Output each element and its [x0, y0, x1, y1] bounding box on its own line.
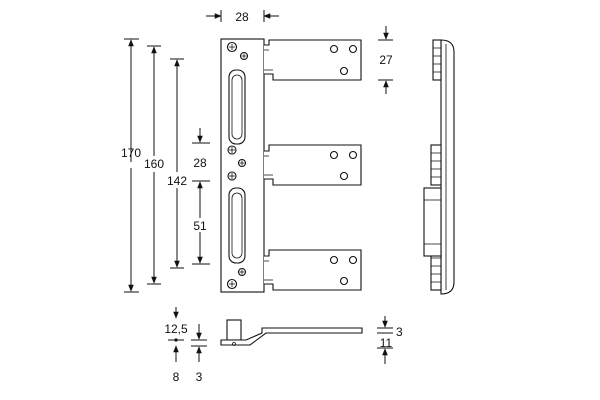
lower-slot-outer: [228, 187, 246, 264]
dimension-160: 160: [144, 45, 164, 285]
tab-top: [264, 39, 362, 81]
dimension-inner-51: 51: [192, 181, 210, 265]
dimension-27: 27: [378, 26, 393, 94]
dimension-11: 11: [377, 336, 393, 364]
screw-mid-lower-icon: [227, 171, 237, 181]
hole-icon: [348, 44, 358, 54]
side-plate: [440, 39, 455, 295]
screw-mid-upper-icon: [227, 145, 237, 155]
hole-icon: [339, 276, 349, 286]
dimension-inner-28: 28: [192, 128, 210, 182]
dim-label-3-left: 3: [196, 370, 203, 384]
screw-bottom-small-icon: [237, 267, 247, 277]
tab-bottom: [264, 249, 362, 291]
dim-label-inner-28: 28: [193, 156, 207, 170]
hole-icon: [348, 255, 358, 265]
side-lock-block: [423, 187, 442, 257]
strike-plate-front-view: [220, 38, 265, 293]
dimension-top-width: 28: [206, 10, 279, 24]
hole-icon: [329, 150, 339, 160]
side-tab-top: [432, 39, 442, 81]
dim-label-160: 160: [144, 157, 164, 171]
dim-label-12-5: 12,5: [164, 322, 188, 336]
side-tab-middle: [430, 144, 442, 186]
screw-mid-icon: [237, 158, 247, 168]
upper-slot-inner: [231, 74, 243, 140]
dim-label-170: 170: [121, 146, 141, 160]
dimension-170: 170: [121, 38, 141, 293]
dim-label-142: 142: [167, 174, 187, 188]
dim-label-27: 27: [379, 53, 393, 67]
dim-label-inner-51: 51: [193, 219, 207, 233]
screw-top-small-icon: [239, 51, 249, 61]
hole-icon: [339, 171, 349, 181]
bottom-plate-profile: [220, 327, 363, 346]
screw-top-icon: [226, 41, 238, 53]
dimension-12-5: 12,5 8: [164, 307, 188, 384]
dimension-3-left: 3: [191, 324, 207, 384]
dim-label-top-width: 28: [235, 10, 249, 24]
strike-plate-side-view: [423, 39, 455, 295]
upper-slot-outer: [228, 69, 246, 145]
tab-middle: [264, 144, 362, 186]
dimension-3-right: 3: [377, 316, 403, 339]
strike-plate-bottom-view: [220, 319, 363, 346]
dim-label-3-right: 3: [396, 325, 403, 339]
hole-icon: [348, 150, 358, 160]
hole-icon: [329, 44, 339, 54]
hole-icon: [339, 66, 349, 76]
lower-slot-inner: [231, 192, 243, 259]
dim-label-11: 11: [380, 336, 393, 350]
hole-icon: [329, 255, 339, 265]
bottom-post: [226, 319, 242, 341]
dim-label-8: 8: [173, 370, 180, 384]
dimension-142: 142: [167, 58, 187, 269]
screw-bottom-icon: [226, 278, 238, 290]
